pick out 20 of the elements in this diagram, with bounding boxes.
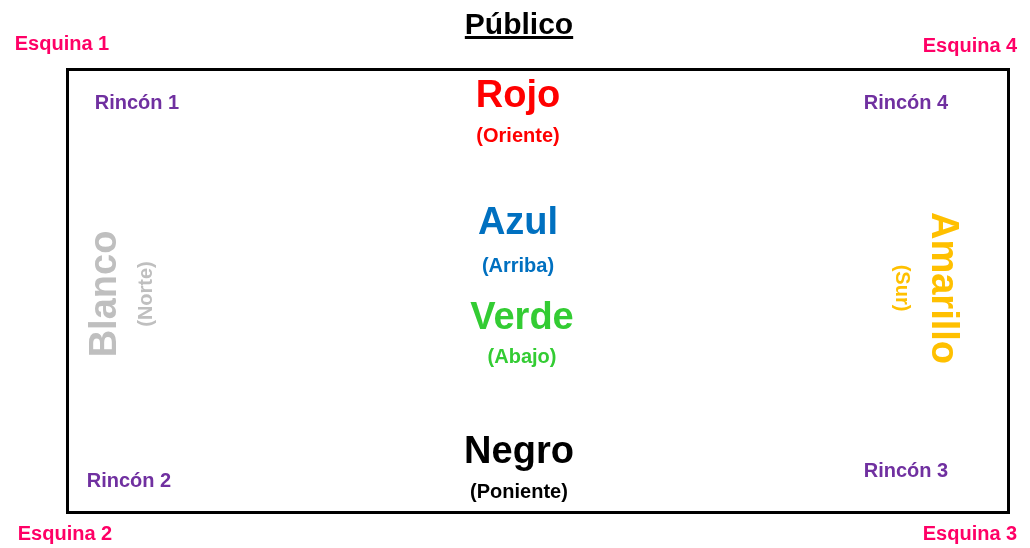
color-name: Rojo — [475, 75, 561, 113]
color-name: Verde — [470, 297, 574, 335]
color-name: Negro — [464, 431, 574, 469]
direction-label: (Poniente) — [470, 481, 568, 501]
direction-label: (Norte) — [135, 261, 155, 327]
audience-heading: Público — [464, 9, 574, 39]
ring-corner-label: Rincón 3 — [863, 460, 949, 480]
stage-outline — [66, 68, 1010, 514]
color-name: Azul — [477, 202, 559, 240]
color-name: Amarillo — [926, 212, 964, 364]
color-name: Blanco — [84, 230, 122, 358]
direction-label: (Sur) — [893, 264, 913, 312]
direction-label: (Oriente) — [476, 125, 560, 145]
direction-label: (Abajo) — [487, 346, 557, 366]
ring-corner-label: Rincón 4 — [863, 92, 949, 112]
corner-label: Esquina 1 — [14, 33, 110, 53]
corner-label: Esquina 2 — [17, 523, 113, 543]
ring-corner-label: Rincón 1 — [94, 92, 180, 112]
direction-label: (Arriba) — [481, 255, 555, 275]
ring-corner-label: Rincón 2 — [86, 470, 172, 490]
